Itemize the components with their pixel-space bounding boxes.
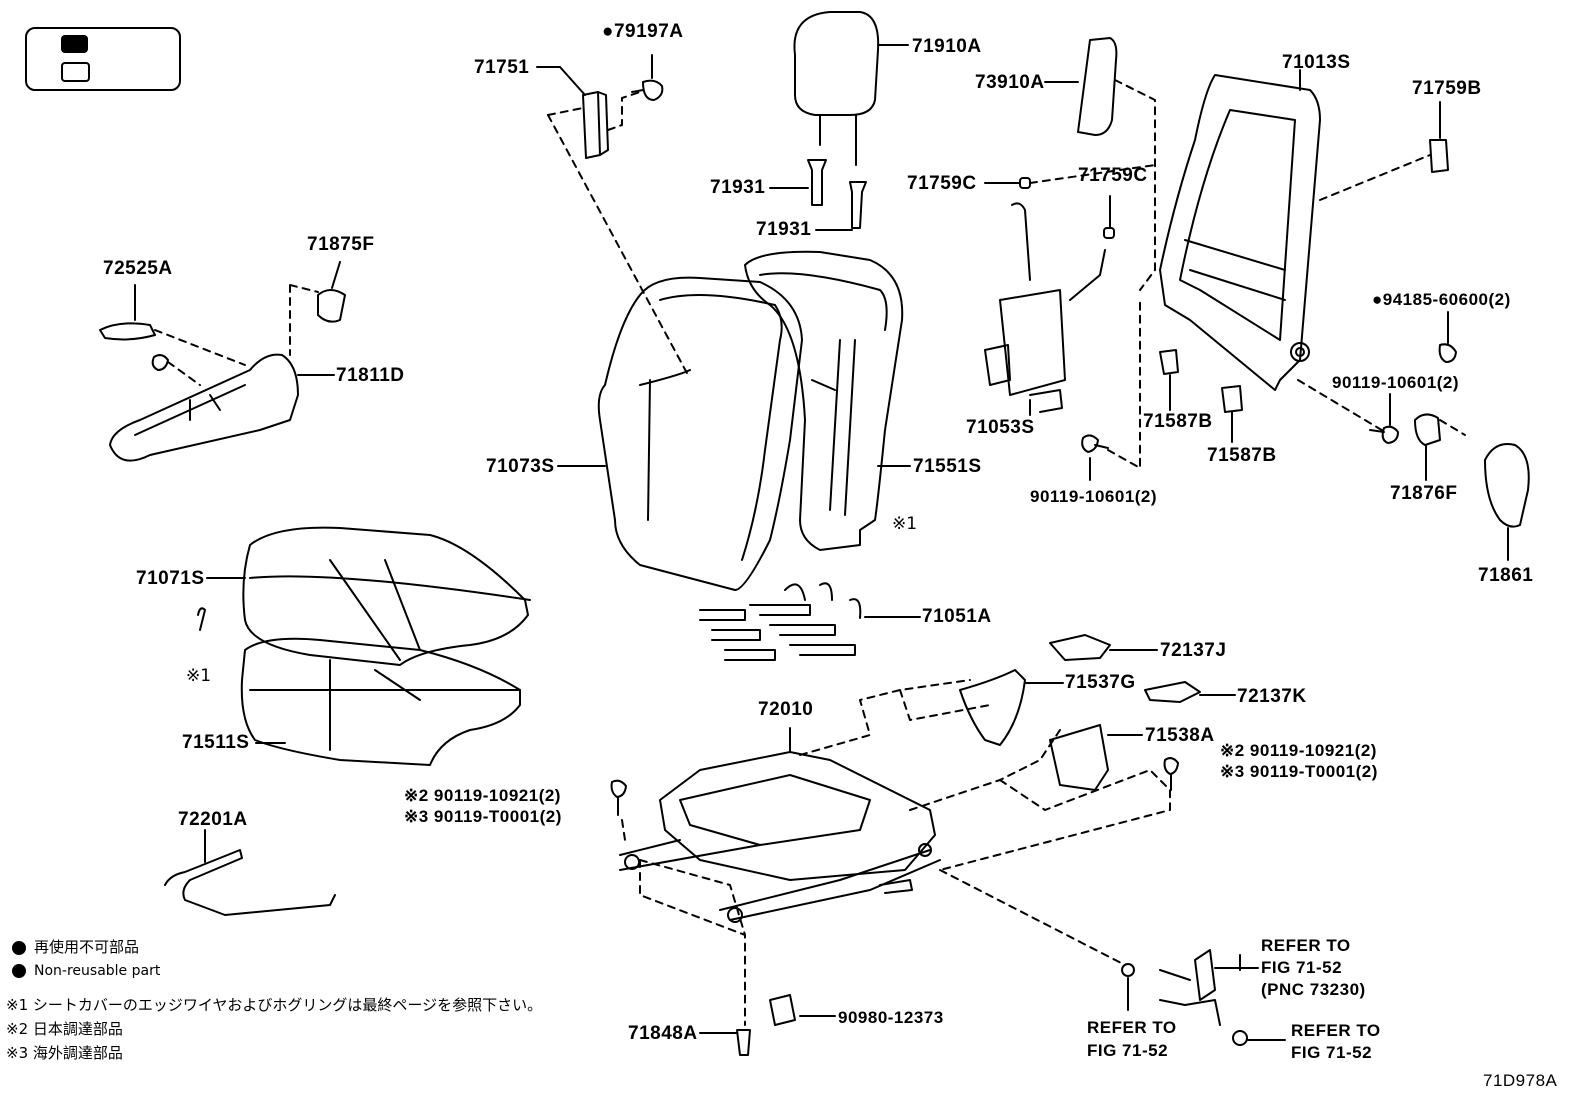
refer-label: REFER TO <box>1291 1021 1381 1040</box>
part-label-71071S: 71071S <box>136 568 205 589</box>
note-1: ※1 シートカバーのエッジワイヤおよびホグリングは最終ページを参照下さい。 <box>6 996 543 1014</box>
bolt-left-90119 <box>610 757 1179 816</box>
part-label-79197A: ●79197A <box>602 21 684 42</box>
seat-cushion-71511S <box>240 637 521 766</box>
cover-72137J <box>1049 634 1158 661</box>
filled-marker-icon <box>61 35 88 53</box>
part-label-71811D: 71811D <box>336 365 405 386</box>
bullet-icon <box>12 941 26 955</box>
part-label-71053S: 71053S <box>966 417 1035 438</box>
part-label-71759C: 71759C <box>1078 165 1148 186</box>
note-3: ※3 海外調達部品 <box>6 1044 123 1062</box>
part-label-71751: 71751 <box>474 57 530 78</box>
part-label-90119-T0001-left: ※3 90119-T0001(2) <box>404 807 562 826</box>
part-label-71537G: 71537G <box>1065 672 1136 693</box>
lumbar-support-71053S <box>984 202 1106 416</box>
part-label-71013S: 71013S <box>1282 52 1351 73</box>
knob-cover-71876F <box>1414 413 1466 481</box>
part-label-71931: 71931 <box>710 177 766 198</box>
refer-label: REFER TO <box>1261 936 1351 955</box>
cover-71537G <box>959 669 1064 746</box>
part-label-71848A: 71848A <box>628 1023 698 1044</box>
refer-fig-label: FIG 71-52 <box>1291 1043 1373 1062</box>
part-label-71910A: 71910A <box>912 36 982 57</box>
seatback-cushion-71073S <box>557 276 803 591</box>
part-label-90119-10601: 90119-10601(2) <box>1332 373 1460 392</box>
part-label-90119-10921-right: ※2 90119-10921(2) <box>1220 741 1377 760</box>
part-label-94185-60600: ●94185-60600(2) <box>1372 290 1511 309</box>
empty-marker-icon <box>61 62 90 82</box>
headrest-71910A <box>793 11 909 166</box>
legend-box <box>25 27 181 91</box>
part-label-90119-10601: 90119-10601(2) <box>1030 487 1158 506</box>
part-label-71759B: 71759B <box>1412 78 1482 99</box>
side-cover-71811D <box>99 261 346 462</box>
part-label-90980-12373: 90980-12373 <box>838 1008 944 1027</box>
part-label-71538A: 71538A <box>1145 725 1215 746</box>
part-label-71551S: 71551S <box>913 456 982 477</box>
refer-label: REFER TO <box>1087 1018 1177 1037</box>
seatback-spring-71051A <box>699 582 921 661</box>
part-label-90119-T0001-right: ※3 90119-T0001(2) <box>1220 762 1378 781</box>
part-label-72137K: 72137K <box>1237 686 1307 707</box>
part-label-72201A: 72201A <box>178 809 248 830</box>
figure-code: 71D978A <box>1483 1071 1558 1090</box>
cover-71538A <box>1049 724 1143 791</box>
recliner-cover-71861 <box>1484 443 1530 561</box>
part-label-71759C: 71759C <box>907 173 977 194</box>
assembly-lines <box>621 679 1171 1026</box>
clip-71759B <box>1319 101 1449 201</box>
cover-72137K <box>1144 681 1236 703</box>
seatback-frame-71013S <box>1159 69 1321 391</box>
note-nonreusable-en: Non-reusable part <box>34 963 161 979</box>
note-2: ※2 日本調達部品 <box>6 1020 123 1038</box>
part-label-72137J: 72137J <box>1160 640 1227 661</box>
note-marker: ※1 <box>892 514 918 534</box>
part-label-72010: 72010 <box>758 699 814 720</box>
guide-71931 <box>769 159 867 231</box>
seat-cover-71071S <box>197 526 531 666</box>
cover-71587B <box>1159 349 1243 443</box>
part-label-71876F: 71876F <box>1390 483 1458 504</box>
bottom-parts <box>699 949 1286 1056</box>
refer-fig-label: FIG 71-52 <box>1087 1041 1169 1060</box>
note-nonreusable-jp: 再使用不可部品 <box>34 938 140 956</box>
part-label-71587B: 71587B <box>1143 411 1213 432</box>
part-label-71511S: 71511S <box>182 732 250 753</box>
bolt-90119-10601 <box>1081 299 1457 481</box>
refer-pnc-label: (PNC 73230) <box>1261 980 1366 999</box>
part-label-71875F: 71875F <box>307 234 375 255</box>
refer-fig-label: FIG 71-52 <box>1261 958 1343 977</box>
seatback-cover-71551S <box>744 250 911 551</box>
part-label-71051A: 71051A <box>922 606 992 627</box>
bullet-icon <box>12 964 26 978</box>
part-label-71587B: 71587B <box>1207 445 1277 466</box>
part-label-72525A: 72525A <box>103 258 173 279</box>
part-label-73910A: 73910A <box>975 72 1045 93</box>
part-label-71861: 71861 <box>1478 565 1534 586</box>
bracket-71751 <box>536 54 689 376</box>
edge-wire-72201A <box>164 829 336 916</box>
part-label-71931: 71931 <box>756 219 812 240</box>
part-label-71073S: 71073S <box>486 456 555 477</box>
back-board-73910A <box>1044 37 1156 291</box>
note-marker: ※1 <box>186 666 212 686</box>
part-label-90119-10921-left: ※2 90119-10921(2) <box>404 786 561 805</box>
clip-71759C <box>984 164 1156 239</box>
seat-frame-72010 <box>619 727 941 923</box>
